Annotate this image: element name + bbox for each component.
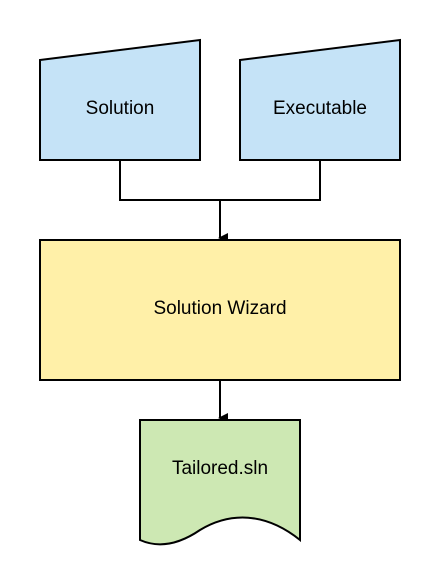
connectors bbox=[119, 160, 321, 423]
node-executable-shape bbox=[239, 38, 401, 161]
node-solution-shape bbox=[39, 38, 201, 161]
node-output-label: Tailored.sln bbox=[172, 458, 268, 479]
connector-solution-to-junction bbox=[119, 160, 220, 201]
node-solution-label: Solution bbox=[86, 98, 155, 119]
node-solution: Solution bbox=[39, 38, 201, 161]
connector-executable-to-junction bbox=[220, 160, 321, 201]
node-output-shape bbox=[139, 419, 301, 546]
node-executable-label: Executable bbox=[273, 98, 367, 119]
node-wizard: Solution Wizard bbox=[39, 239, 401, 381]
node-output: Tailored.sln bbox=[139, 419, 301, 546]
node-executable: Executable bbox=[239, 38, 401, 161]
node-wizard-label: Solution Wizard bbox=[153, 298, 286, 319]
node-wizard-shape bbox=[39, 239, 401, 381]
